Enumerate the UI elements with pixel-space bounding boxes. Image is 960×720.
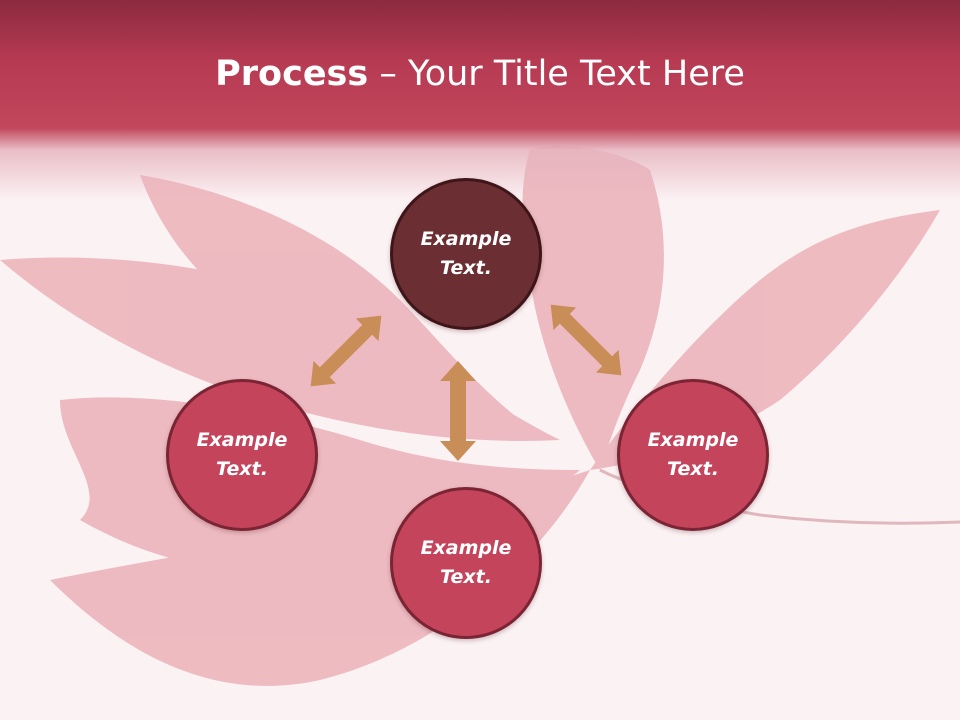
node-left-line1: Example [196, 429, 288, 451]
node-top-line1: Example [420, 228, 512, 250]
header-band [0, 0, 960, 200]
node-bottom-line1: Example [420, 537, 512, 559]
node-bottom-line2: Text. [440, 566, 492, 588]
node-top-text: Example Text. [421, 225, 512, 283]
process-node-left[interactable]: Example Text. [166, 379, 318, 531]
node-left-text: Example Text. [197, 426, 288, 484]
node-right-line2: Text. [667, 458, 719, 480]
process-node-bottom[interactable]: Example Text. [390, 487, 542, 639]
title-rest-part: Your Title Text Here [407, 54, 745, 94]
slide-title[interactable]: Process – Your Title Text Here [0, 52, 960, 96]
title-separator: – [368, 54, 408, 94]
node-right-text: Example Text. [648, 426, 739, 484]
title-bold-part: Process [215, 54, 369, 94]
node-top-line2: Text. [440, 257, 492, 279]
node-bottom-text: Example Text. [421, 534, 512, 592]
node-right-line1: Example [647, 429, 739, 451]
node-left-line2: Text. [216, 458, 268, 480]
process-node-top[interactable]: Example Text. [390, 178, 542, 330]
process-node-right[interactable]: Example Text. [617, 379, 769, 531]
